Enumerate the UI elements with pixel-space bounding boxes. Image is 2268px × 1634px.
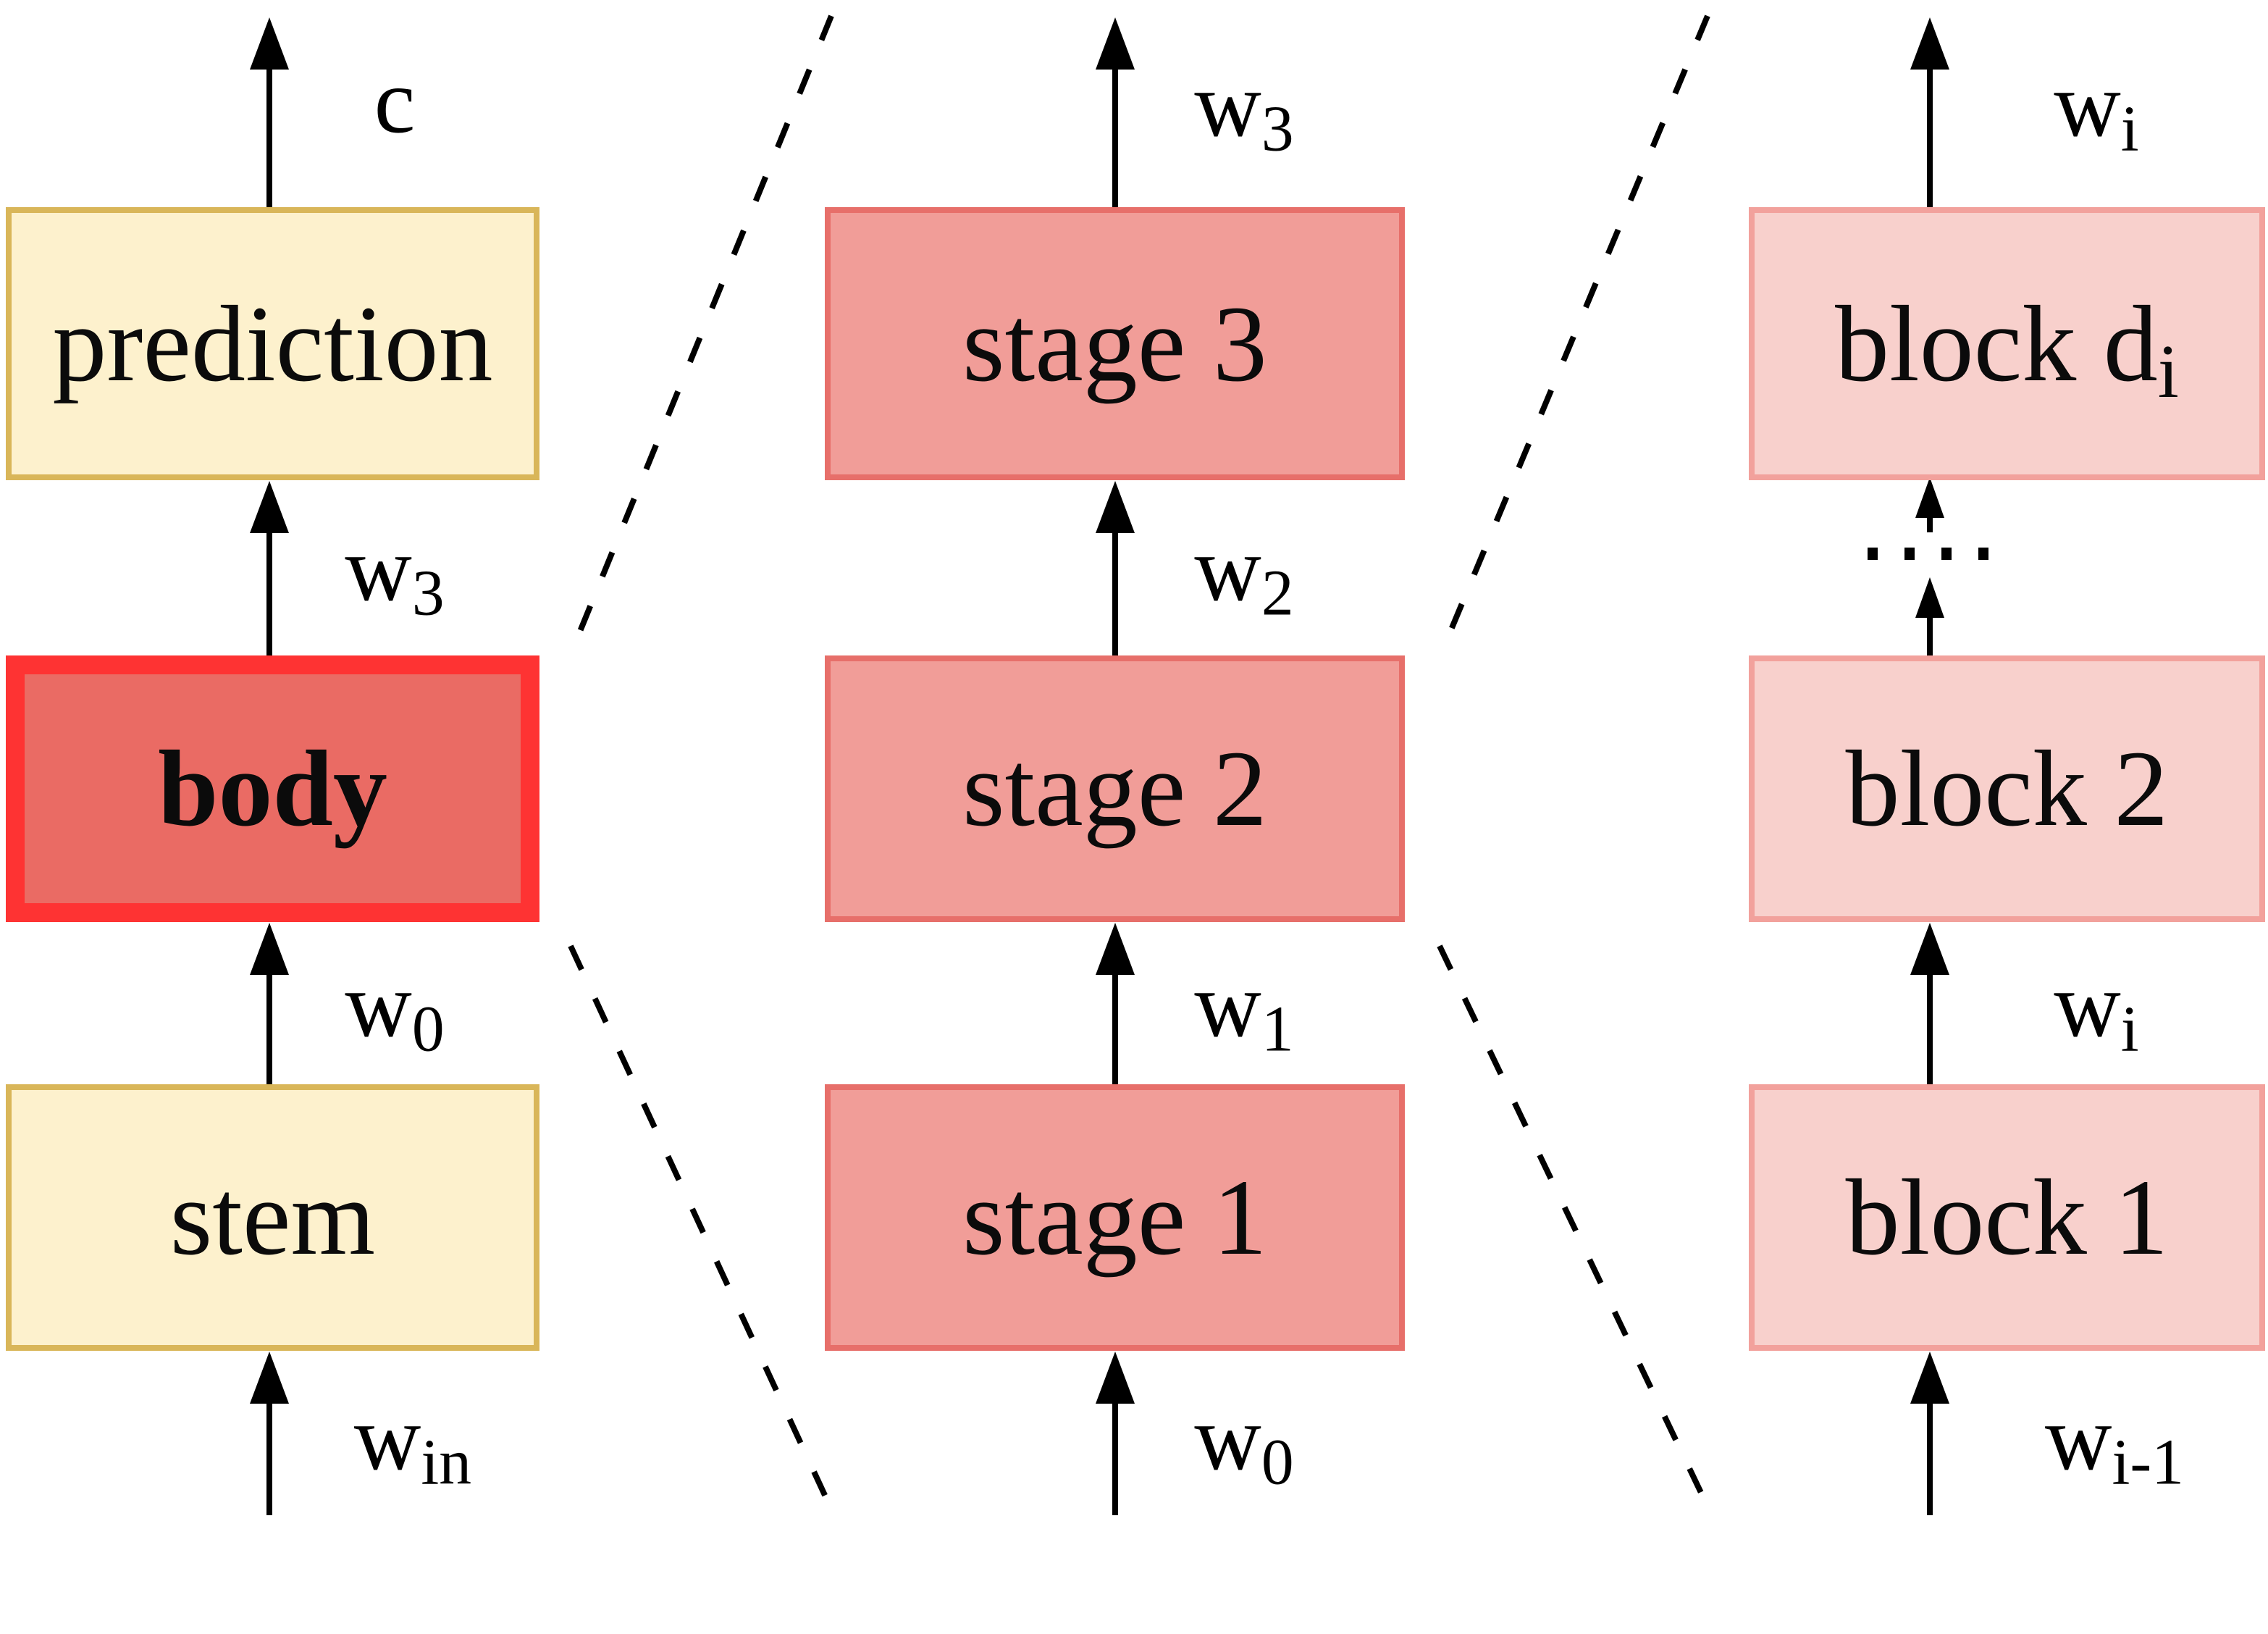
dashed-zoom-line bbox=[1437, 944, 1713, 1514]
box-block-di: block di bbox=[1749, 207, 2265, 480]
box-label: stage 1 bbox=[962, 1157, 1267, 1278]
box-block-2: block 2 bbox=[1749, 655, 2265, 922]
edge-label-w0: w0 bbox=[345, 953, 445, 1065]
up-arrow bbox=[1910, 1352, 1949, 1515]
box-label: stage 2 bbox=[962, 729, 1267, 849]
box-label: body bbox=[158, 729, 387, 849]
edge-label-w2: w2 bbox=[1194, 517, 1294, 629]
box-prediction: prediction bbox=[6, 207, 539, 480]
box-body: body bbox=[6, 655, 539, 922]
box-label: block d bbox=[1835, 283, 2158, 404]
box-stem: stem bbox=[6, 1084, 539, 1351]
box-label: block 2 bbox=[1845, 729, 2169, 849]
up-arrow bbox=[1096, 481, 1135, 657]
edge-label-win: win bbox=[353, 1386, 472, 1499]
edge-label-wi: wi bbox=[2054, 953, 2139, 1065]
up-arrow bbox=[1910, 17, 1949, 210]
dashed-zoom-line bbox=[1447, 14, 1710, 634]
edge-label-w3: w3 bbox=[1194, 53, 1294, 165]
edge-label-w3: w3 bbox=[345, 517, 445, 629]
box-block-1: block 1 bbox=[1749, 1084, 2265, 1351]
edge-label-w0: w0 bbox=[1194, 1386, 1294, 1499]
up-arrow bbox=[250, 923, 289, 1086]
box-stage-1: stage 1 bbox=[825, 1084, 1405, 1351]
up-arrow bbox=[1096, 1352, 1135, 1515]
up-arrow bbox=[250, 17, 289, 210]
up-arrow bbox=[1096, 17, 1135, 210]
up-arrow bbox=[1096, 923, 1135, 1086]
up-arrow bbox=[1910, 923, 1949, 1086]
up-arrow bbox=[250, 1352, 289, 1515]
box-stage-2: stage 2 bbox=[825, 655, 1405, 922]
dashed-zoom-line bbox=[576, 14, 834, 634]
edge-label-w1: w1 bbox=[1194, 953, 1294, 1065]
box-label: stage 3 bbox=[962, 283, 1267, 404]
box-label: block 1 bbox=[1845, 1157, 2169, 1278]
box-stage-3: stage 3 bbox=[825, 207, 1405, 480]
dashed-zoom-line bbox=[568, 944, 836, 1514]
up-arrow bbox=[250, 481, 289, 657]
edge-label-wi-1: wi-1 bbox=[2045, 1386, 2184, 1499]
ellipsis-dots bbox=[1868, 548, 1988, 560]
box-label: stem bbox=[169, 1157, 376, 1278]
up-arrow-short bbox=[1915, 577, 1944, 658]
box-label: prediction bbox=[52, 283, 493, 404]
edge-label-c: c bbox=[374, 49, 416, 153]
up-arrow-short bbox=[1915, 477, 1944, 532]
edge-label-wi: wi bbox=[2054, 53, 2139, 165]
